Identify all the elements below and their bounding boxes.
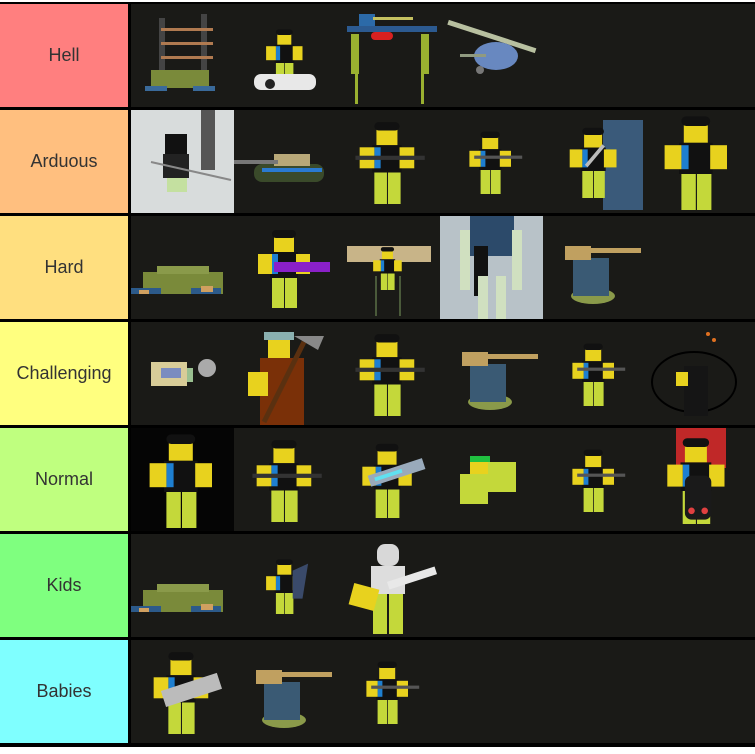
jetpack-soldier-icon: [667, 428, 726, 524]
tesla-tower-icon: [145, 14, 215, 91]
tier-items-dropzone[interactable]: [131, 640, 755, 743]
laser-gun-soldier-unit[interactable]: [337, 428, 440, 531]
rifle-cap-soldier-unit[interactable]: [543, 428, 646, 531]
minigun-soldier-unit[interactable]: [543, 322, 646, 425]
commander-on-vehicle-icon: [254, 29, 316, 90]
basic-turret-icon: [256, 670, 332, 728]
white-armor-gunner-icon: [348, 544, 438, 634]
sniper-vest-soldier-unit[interactable]: [337, 322, 440, 425]
laser-gun-soldier-icon: [362, 443, 426, 518]
crawling-grenadier-unit[interactable]: [131, 322, 234, 425]
cannon-turret-unit[interactable]: [440, 322, 543, 425]
miner-pickaxe-icon: [248, 332, 324, 425]
helmet-rifle-soldier-unit[interactable]: [440, 110, 543, 213]
tier-items-dropzone[interactable]: [131, 534, 755, 637]
electro-whip-soldier-icon: [651, 332, 737, 416]
tier-label[interactable]: Arduous: [0, 110, 128, 213]
crawling-grenadier-icon: [151, 359, 216, 386]
helmet-rifle-soldier-icon: [469, 131, 523, 194]
walker-mech-tank-icon: [347, 14, 437, 104]
tier-row-arduous: Arduous: [0, 110, 755, 213]
grenade-launcher-soldier-icon: [153, 652, 223, 734]
riot-shield-soldier-unit[interactable]: [234, 534, 337, 637]
tank-unit[interactable]: [234, 110, 337, 213]
minigun-soldier-icon: [572, 343, 626, 406]
flamethrower-soldier-snow-icon: [150, 110, 232, 192]
tier-row-hell: Hell: [0, 4, 755, 107]
electro-whip-soldier-unit[interactable]: [646, 322, 749, 425]
tier-row-babies: Babies: [0, 640, 755, 743]
engineer-wrench-unit[interactable]: [543, 110, 646, 213]
tier-items-dropzone[interactable]: [131, 110, 755, 213]
tier-label[interactable]: Babies: [0, 640, 128, 743]
commander-on-vehicle-unit[interactable]: [234, 4, 337, 107]
white-armor-gunner-unit[interactable]: [337, 534, 440, 637]
red-visor-soldier-unit[interactable]: [234, 428, 337, 531]
tesla-tower-unit[interactable]: [131, 4, 234, 107]
bunker-base-lights-unit[interactable]: [131, 216, 234, 319]
riot-shield-soldier-icon: [266, 559, 309, 614]
tier-row-hard: Hard: [0, 216, 755, 319]
sniper-vest-soldier-icon: [355, 334, 425, 416]
tier-label[interactable]: Hell: [0, 4, 128, 107]
tier-label[interactable]: Challenging: [0, 322, 128, 425]
blocky-soldier-closeup-icon: [149, 434, 212, 528]
flamethrower-soldier-snow-unit[interactable]: [131, 110, 234, 213]
tier-label[interactable]: Hard: [0, 216, 128, 319]
tan-turret-walker-unit[interactable]: [337, 216, 440, 319]
tier-row-kids: Kids: [0, 534, 755, 637]
striped-rifle-soldier-unit[interactable]: [337, 110, 440, 213]
green-goggles-crouching-icon: [460, 456, 516, 504]
pale-mech-robot-unit[interactable]: [440, 216, 543, 319]
tier-row-challenging: Challenging: [0, 322, 755, 425]
tier-label[interactable]: Normal: [0, 428, 128, 531]
rifle-cap-soldier-icon: [572, 449, 626, 512]
purple-weapon-soldier-icon: [258, 230, 330, 308]
bunker-base-icon: [131, 584, 223, 612]
basic-turret-unit[interactable]: [234, 640, 337, 743]
striped-rifle-soldier-icon: [355, 122, 425, 204]
tan-turret-walker-icon: [347, 246, 431, 316]
grenade-launcher-soldier-unit[interactable]: [131, 640, 234, 743]
basic-rifle-soldier-unit[interactable]: [337, 640, 440, 743]
tier-row-normal: Normal: [0, 428, 755, 531]
walker-mech-tank-unit[interactable]: [337, 4, 440, 107]
helicopter-icon: [447, 19, 537, 74]
purple-weapon-soldier-unit[interactable]: [234, 216, 337, 319]
heavy-armored-soldier-icon: [664, 116, 727, 210]
green-goggles-crouching-unit[interactable]: [440, 428, 543, 531]
cannon-turret-icon: [462, 352, 538, 410]
gold-turret-icon: [565, 246, 641, 304]
jetpack-soldier-unit[interactable]: [646, 428, 749, 531]
miner-pickaxe-unit[interactable]: [234, 322, 337, 425]
red-visor-soldier-icon: [252, 440, 322, 522]
gold-turret-unit[interactable]: [543, 216, 646, 319]
bunker-base-lights-icon: [131, 266, 223, 294]
tank-icon: [234, 154, 324, 182]
tier-label[interactable]: Kids: [0, 534, 128, 637]
tier-items-dropzone[interactable]: [131, 322, 755, 425]
engineer-wrench-icon: [569, 120, 643, 210]
bunker-base-unit[interactable]: [131, 534, 234, 637]
blocky-soldier-closeup-unit[interactable]: [131, 428, 234, 531]
tier-items-dropzone[interactable]: [131, 4, 755, 107]
helicopter-unit[interactable]: [440, 4, 543, 107]
heavy-armored-soldier-unit[interactable]: [646, 110, 749, 213]
pale-mech-robot-icon: [460, 216, 522, 319]
tier-items-dropzone[interactable]: [131, 428, 755, 531]
tier-items-dropzone[interactable]: [131, 216, 755, 319]
basic-rifle-soldier-icon: [366, 661, 420, 724]
